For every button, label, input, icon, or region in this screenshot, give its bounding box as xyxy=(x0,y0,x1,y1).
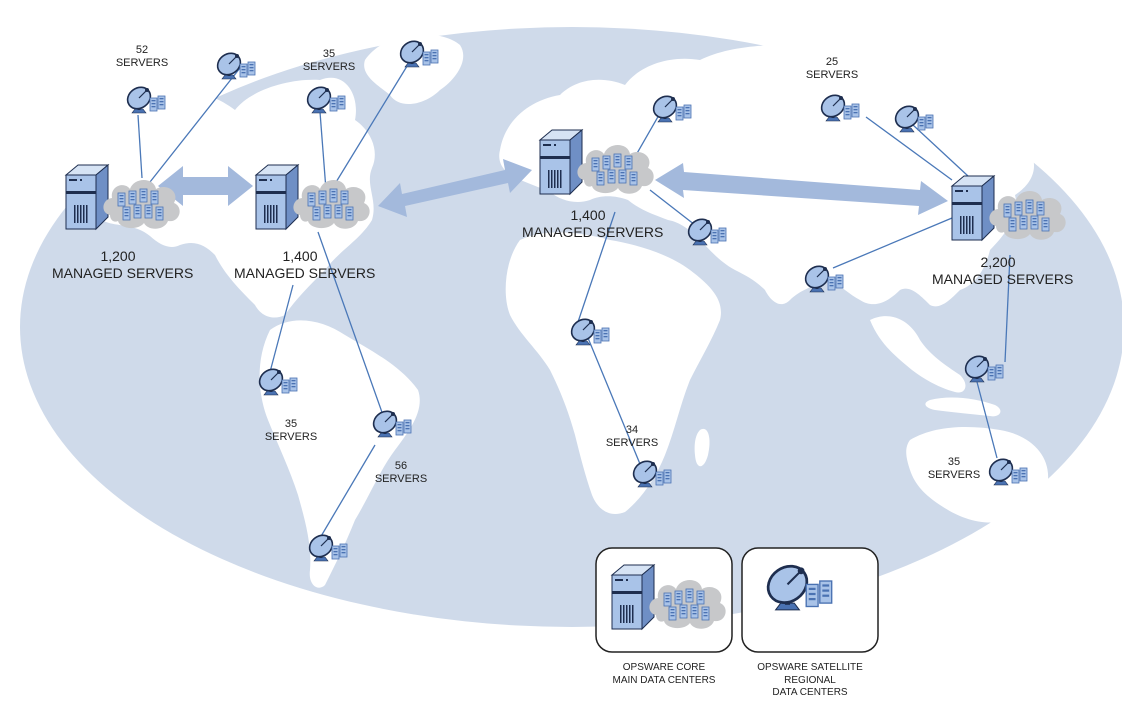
sat-andes-label: 35 SERVERS xyxy=(261,418,321,444)
north-america-landmass xyxy=(40,77,375,318)
legend-core-line2: MAIN DATA CENTERS xyxy=(612,674,716,686)
sat-caption: SERVERS xyxy=(805,68,859,81)
australia-landmass xyxy=(906,427,1049,523)
satellite-links xyxy=(137,57,1011,539)
africa-landmass xyxy=(505,232,721,515)
core-count: 1,400 xyxy=(570,207,606,223)
sat-count: 35 xyxy=(284,418,298,430)
core-europe-label: 1,400 MANAGED SERVERS xyxy=(522,207,664,240)
core-count: 2,200 xyxy=(980,254,1016,270)
sat-count: 52 xyxy=(135,44,149,56)
core-count: 1,200 xyxy=(100,248,136,264)
sat-count: 34 xyxy=(625,424,639,436)
sat-alaska-label: 52 SERVERS xyxy=(112,44,172,70)
core-na-east-label: 1,400 MANAGED SERVERS xyxy=(234,248,376,281)
sat-caption: SERVERS xyxy=(605,436,659,449)
sat-count: 25 xyxy=(825,56,839,68)
sat-caption: SERVERS xyxy=(374,472,428,485)
sat-russia-1-label: 25 SERVERS xyxy=(802,56,862,82)
core-replication-arrows xyxy=(158,159,948,217)
sat-count: 35 xyxy=(322,48,336,60)
legend-core-caption: OPSWARE CORE MAIN DATA CENTERS xyxy=(596,662,732,687)
legend-satellite-line1: OPSWARE SATELLITE xyxy=(757,662,863,673)
core-caption: MANAGED SERVERS xyxy=(522,223,664,240)
sat-caption: SERVERS xyxy=(302,60,356,73)
arrow-core-europe-asia xyxy=(655,163,948,215)
legend xyxy=(595,547,879,653)
legend-satellite-line3: DATA CENTERS xyxy=(772,687,848,698)
arrow-core-na-east-europe xyxy=(378,159,532,217)
core-na-west-label: 1,200 MANAGED SERVERS xyxy=(52,248,194,281)
sat-caption: SERVERS xyxy=(927,468,981,481)
arrow-core-na-west-na-east xyxy=(158,166,253,206)
core-caption: MANAGED SERVERS xyxy=(932,270,1074,287)
core-asia-label: 2,200 MANAGED SERVERS xyxy=(932,254,1074,287)
sat-count: 56 xyxy=(394,460,408,472)
south-america-landmass xyxy=(259,320,420,588)
legend-satellite-caption: OPSWARE SATELLITE REGIONAL DATA CENTERS xyxy=(742,662,878,700)
sat-australia-label: 35 SERVERS xyxy=(924,456,984,482)
new-zealand-landmass xyxy=(1063,503,1080,541)
southeast-asia-landmass xyxy=(870,316,966,393)
legend-satellite-line2: REGIONAL xyxy=(784,674,836,686)
sat-caption: SERVERS xyxy=(264,430,318,443)
core-caption: MANAGED SERVERS xyxy=(52,264,194,281)
sat-caption: SERVERS xyxy=(115,56,169,69)
sat-hudson-label: 35 SERVERS xyxy=(299,48,359,74)
legend-core-line1: OPSWARE CORE xyxy=(622,662,706,673)
sat-count: 35 xyxy=(947,456,961,468)
core-count: 1,400 xyxy=(282,248,318,264)
sat-brazil-label: 56 SERVERS xyxy=(371,460,431,486)
sat-south-africa-label: 34 SERVERS xyxy=(602,424,662,450)
madagascar-landmass xyxy=(694,428,710,467)
greenland-landmass xyxy=(364,34,464,105)
core-caption: MANAGED SERVERS xyxy=(234,264,376,281)
